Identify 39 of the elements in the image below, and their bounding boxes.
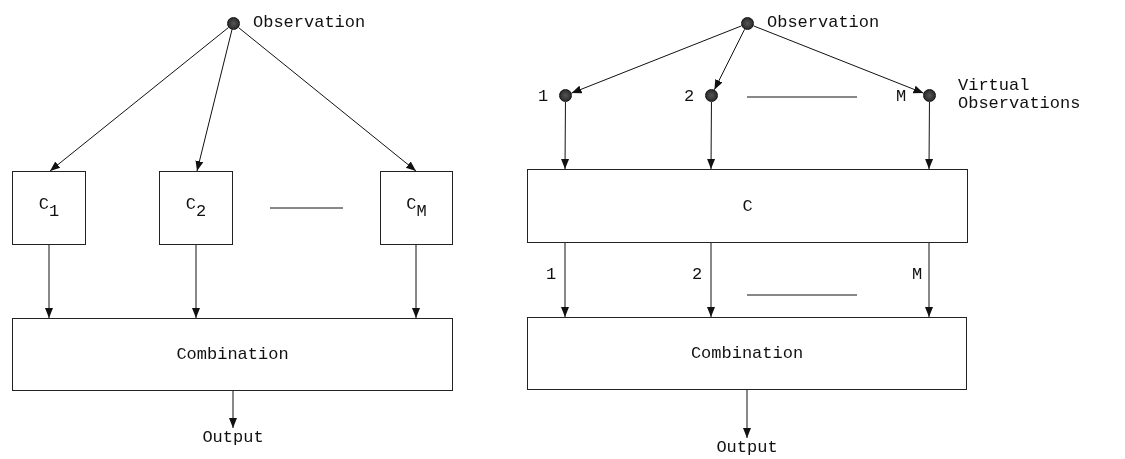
arrow [412, 244, 420, 319]
arrow [238, 27, 417, 172]
process-box [527, 169, 968, 243]
observation-dot [559, 89, 572, 102]
group-label: Virtual Observations [958, 77, 1082, 113]
arrow [571, 25, 742, 94]
output-label: Output [198, 428, 268, 446]
arrow [713, 28, 746, 91]
node-caption: M [896, 88, 907, 106]
arrow [561, 101, 570, 170]
observation-dot [227, 17, 240, 30]
arrow [753, 25, 924, 94]
node-caption: Observation [253, 14, 366, 32]
box-label: Combination [690, 345, 804, 362]
arrow [707, 242, 715, 318]
observation-dot [923, 89, 936, 102]
process-box [527, 317, 967, 390]
box-label: Combination [176, 346, 289, 363]
process-box [12, 318, 453, 391]
node-caption: 2 [684, 88, 695, 106]
arrow [925, 101, 934, 170]
node-caption: Observation [767, 14, 880, 32]
arrow [707, 101, 716, 170]
arrow [195, 29, 233, 172]
arrow [925, 242, 933, 318]
arrow [192, 244, 200, 319]
arrow [743, 389, 751, 439]
observation-dot [705, 89, 718, 102]
output-label: Output [712, 438, 782, 456]
box-label: C [742, 197, 753, 215]
node-caption: 1 [538, 88, 549, 106]
process-box [380, 171, 453, 245]
arrow [229, 390, 237, 429]
arrow [561, 242, 569, 318]
observation-dot [741, 17, 754, 30]
arrow [49, 27, 229, 172]
process-box [12, 171, 86, 245]
arrow [45, 244, 53, 319]
process-box [159, 171, 233, 245]
